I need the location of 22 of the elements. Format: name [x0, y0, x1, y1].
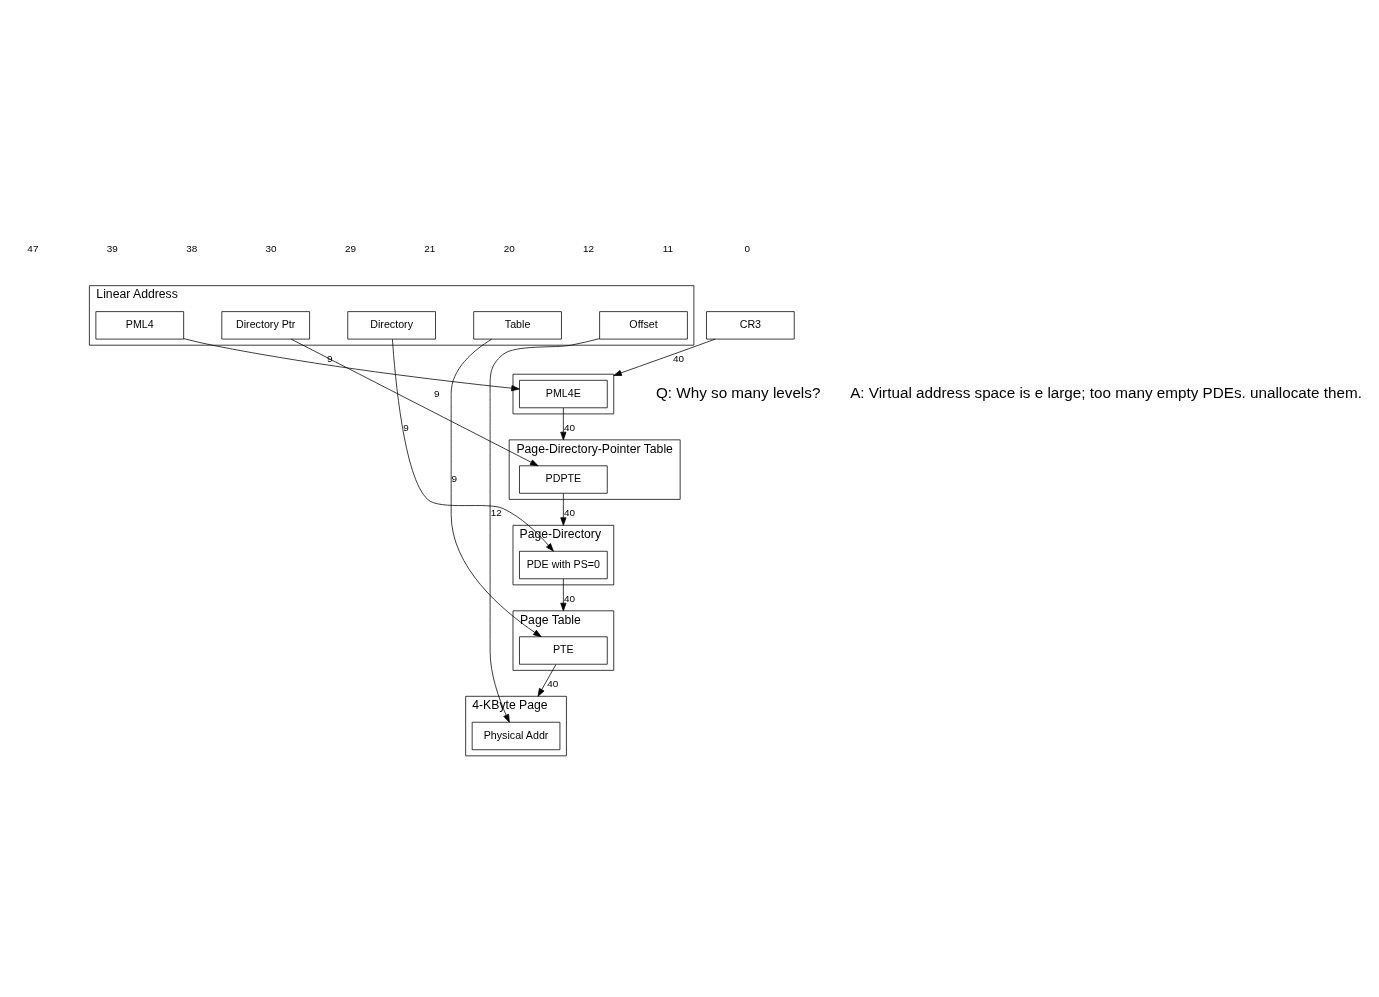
edge-label: 40 [673, 352, 685, 364]
edge-label: 9 [433, 387, 440, 399]
edge-label: 9 [451, 472, 457, 484]
label: 38 [186, 242, 198, 254]
label: 12 [583, 242, 595, 254]
edge-label: 9 [327, 352, 333, 364]
label: 29 [344, 242, 356, 254]
label: 47 [27, 242, 39, 254]
edge-label: 40 [547, 677, 559, 689]
edge-label: 9 [403, 421, 409, 433]
label: 0 [744, 242, 751, 254]
edge-label: 12 [490, 506, 502, 518]
edge-label: 40 [563, 506, 575, 518]
label: 11 [662, 242, 674, 254]
label: Q: Why so many levels? [655, 383, 821, 401]
edge-label: 40 [563, 421, 575, 433]
label: A: Virtual address space is e large; too many empty PDEs. unallocate them. [850, 383, 1362, 401]
label: 30 [265, 242, 277, 254]
label: 20 [503, 242, 515, 254]
label: 21 [424, 242, 436, 254]
label: 39 [106, 242, 118, 254]
edge-label: 40 [563, 592, 575, 604]
